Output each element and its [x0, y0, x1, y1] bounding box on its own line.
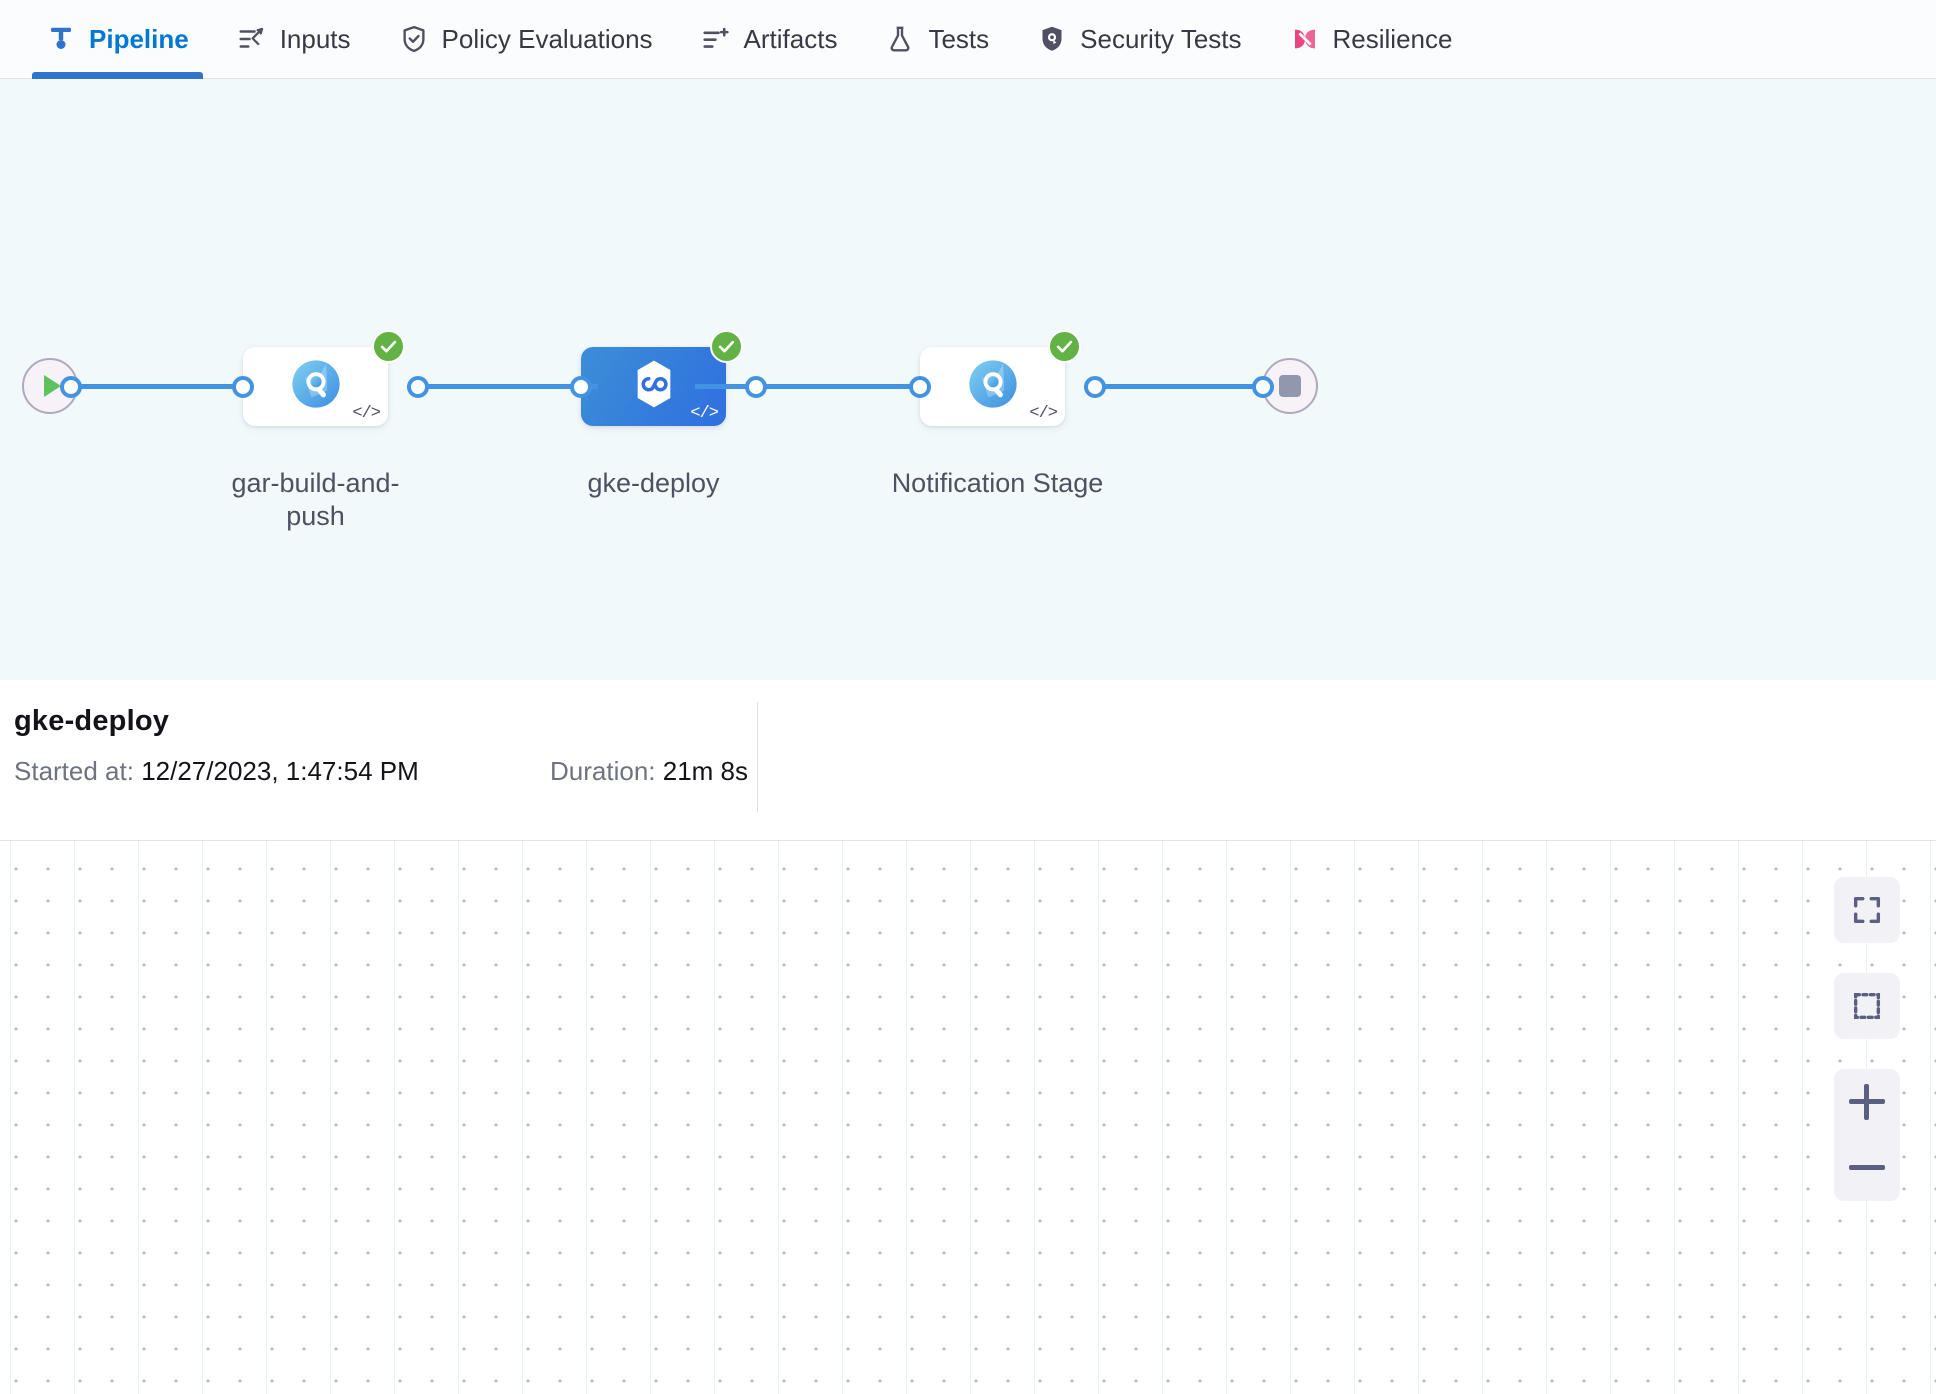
stage-details-header: gke-deploy Started at: 12/27/2023, 1:47:… [0, 680, 1936, 841]
cd-deploy-icon [626, 356, 682, 417]
stage-label: gar-build-and-push [231, 468, 400, 532]
tab-artifacts[interactable]: Artifacts [677, 0, 862, 79]
tab-policy-evaluations[interactable]: Policy Evaluations [375, 0, 677, 79]
policy-shield-icon [399, 24, 429, 54]
yaml-code-icon[interactable]: </> [352, 404, 381, 423]
stage-label: Notification Stage [891, 468, 1104, 498]
status-badge-success [1048, 330, 1081, 363]
canvas-zoom-controls [1834, 877, 1900, 1201]
port [407, 376, 429, 398]
duration-value: 21m 8s [662, 756, 748, 786]
tab-label: Artifacts [743, 24, 838, 54]
resilience-icon [1290, 24, 1320, 54]
tab-label: Pipeline [89, 24, 189, 54]
plus-icon [1849, 1084, 1885, 1120]
marquee-select-button[interactable] [1834, 973, 1900, 1039]
tab-pipeline[interactable]: Pipeline [22, 0, 213, 79]
started-at-label: Started at: [14, 756, 134, 786]
stage-label: gke-deploy [587, 468, 720, 498]
edge-notification-to-end [1095, 384, 1270, 389]
stage-node-gar-build-and-push[interactable]: </> [243, 347, 388, 426]
edge-start-to-gar [68, 384, 248, 389]
pipeline-icon [46, 24, 76, 54]
port [745, 376, 767, 398]
port [232, 376, 254, 398]
tab-inputs[interactable]: Inputs [213, 0, 375, 79]
tab-security-tests[interactable]: Security Tests [1013, 0, 1265, 79]
stage-node-notification-stage[interactable]: </> [920, 347, 1065, 426]
ci-build-icon [289, 357, 343, 416]
tab-tests[interactable]: Tests [861, 0, 1013, 79]
started-at: Started at: 12/27/2023, 1:47:54 PM [14, 756, 419, 787]
status-badge-success [372, 330, 405, 363]
fit-to-screen-button[interactable] [1834, 877, 1900, 943]
details-divider [757, 702, 758, 812]
artifacts-icon [701, 24, 731, 54]
port [1252, 376, 1274, 398]
stage-title: gke-deploy [14, 705, 170, 737]
zoom-out-button[interactable] [1834, 1135, 1900, 1201]
tab-label: Security Tests [1080, 24, 1242, 54]
port [1084, 376, 1106, 398]
ci-build-icon [966, 357, 1020, 416]
duration-label: Duration: [550, 756, 656, 786]
yaml-code-icon[interactable]: </> [690, 404, 719, 423]
stage-graph-canvas[interactable]: </> Service </> Infrastructure [0, 841, 1936, 1394]
tab-label: Resilience [1332, 24, 1453, 54]
yaml-code-icon[interactable]: </> [1029, 404, 1058, 423]
tab-resilience[interactable]: Resilience [1266, 0, 1477, 79]
tab-label: Tests [928, 24, 990, 54]
security-shield-icon [1037, 24, 1067, 54]
edge-gke-to-notification [695, 384, 925, 389]
edge-gar-to-gke [418, 384, 598, 389]
port [570, 376, 592, 398]
stop-icon [1279, 375, 1301, 397]
inputs-icon [237, 24, 267, 54]
zoom-pill [1834, 1069, 1900, 1201]
duration: Duration: 21m 8s [550, 756, 748, 787]
started-at-value: 12/27/2023, 1:47:54 PM [141, 756, 419, 786]
port [60, 376, 82, 398]
flask-icon [885, 24, 915, 54]
zoom-in-button[interactable] [1834, 1069, 1900, 1135]
pipeline-graph-canvas[interactable]: </> gar-build-and-push </> [0, 79, 1936, 680]
status-badge-success [710, 330, 743, 363]
tab-label: Inputs [279, 24, 351, 54]
port [909, 376, 931, 398]
pipeline-execution-tabbar: Pipeline Inputs Policy Evaluations [0, 0, 1936, 79]
minus-icon [1849, 1150, 1885, 1186]
play-icon [44, 375, 61, 397]
tab-label: Policy Evaluations [441, 24, 653, 54]
